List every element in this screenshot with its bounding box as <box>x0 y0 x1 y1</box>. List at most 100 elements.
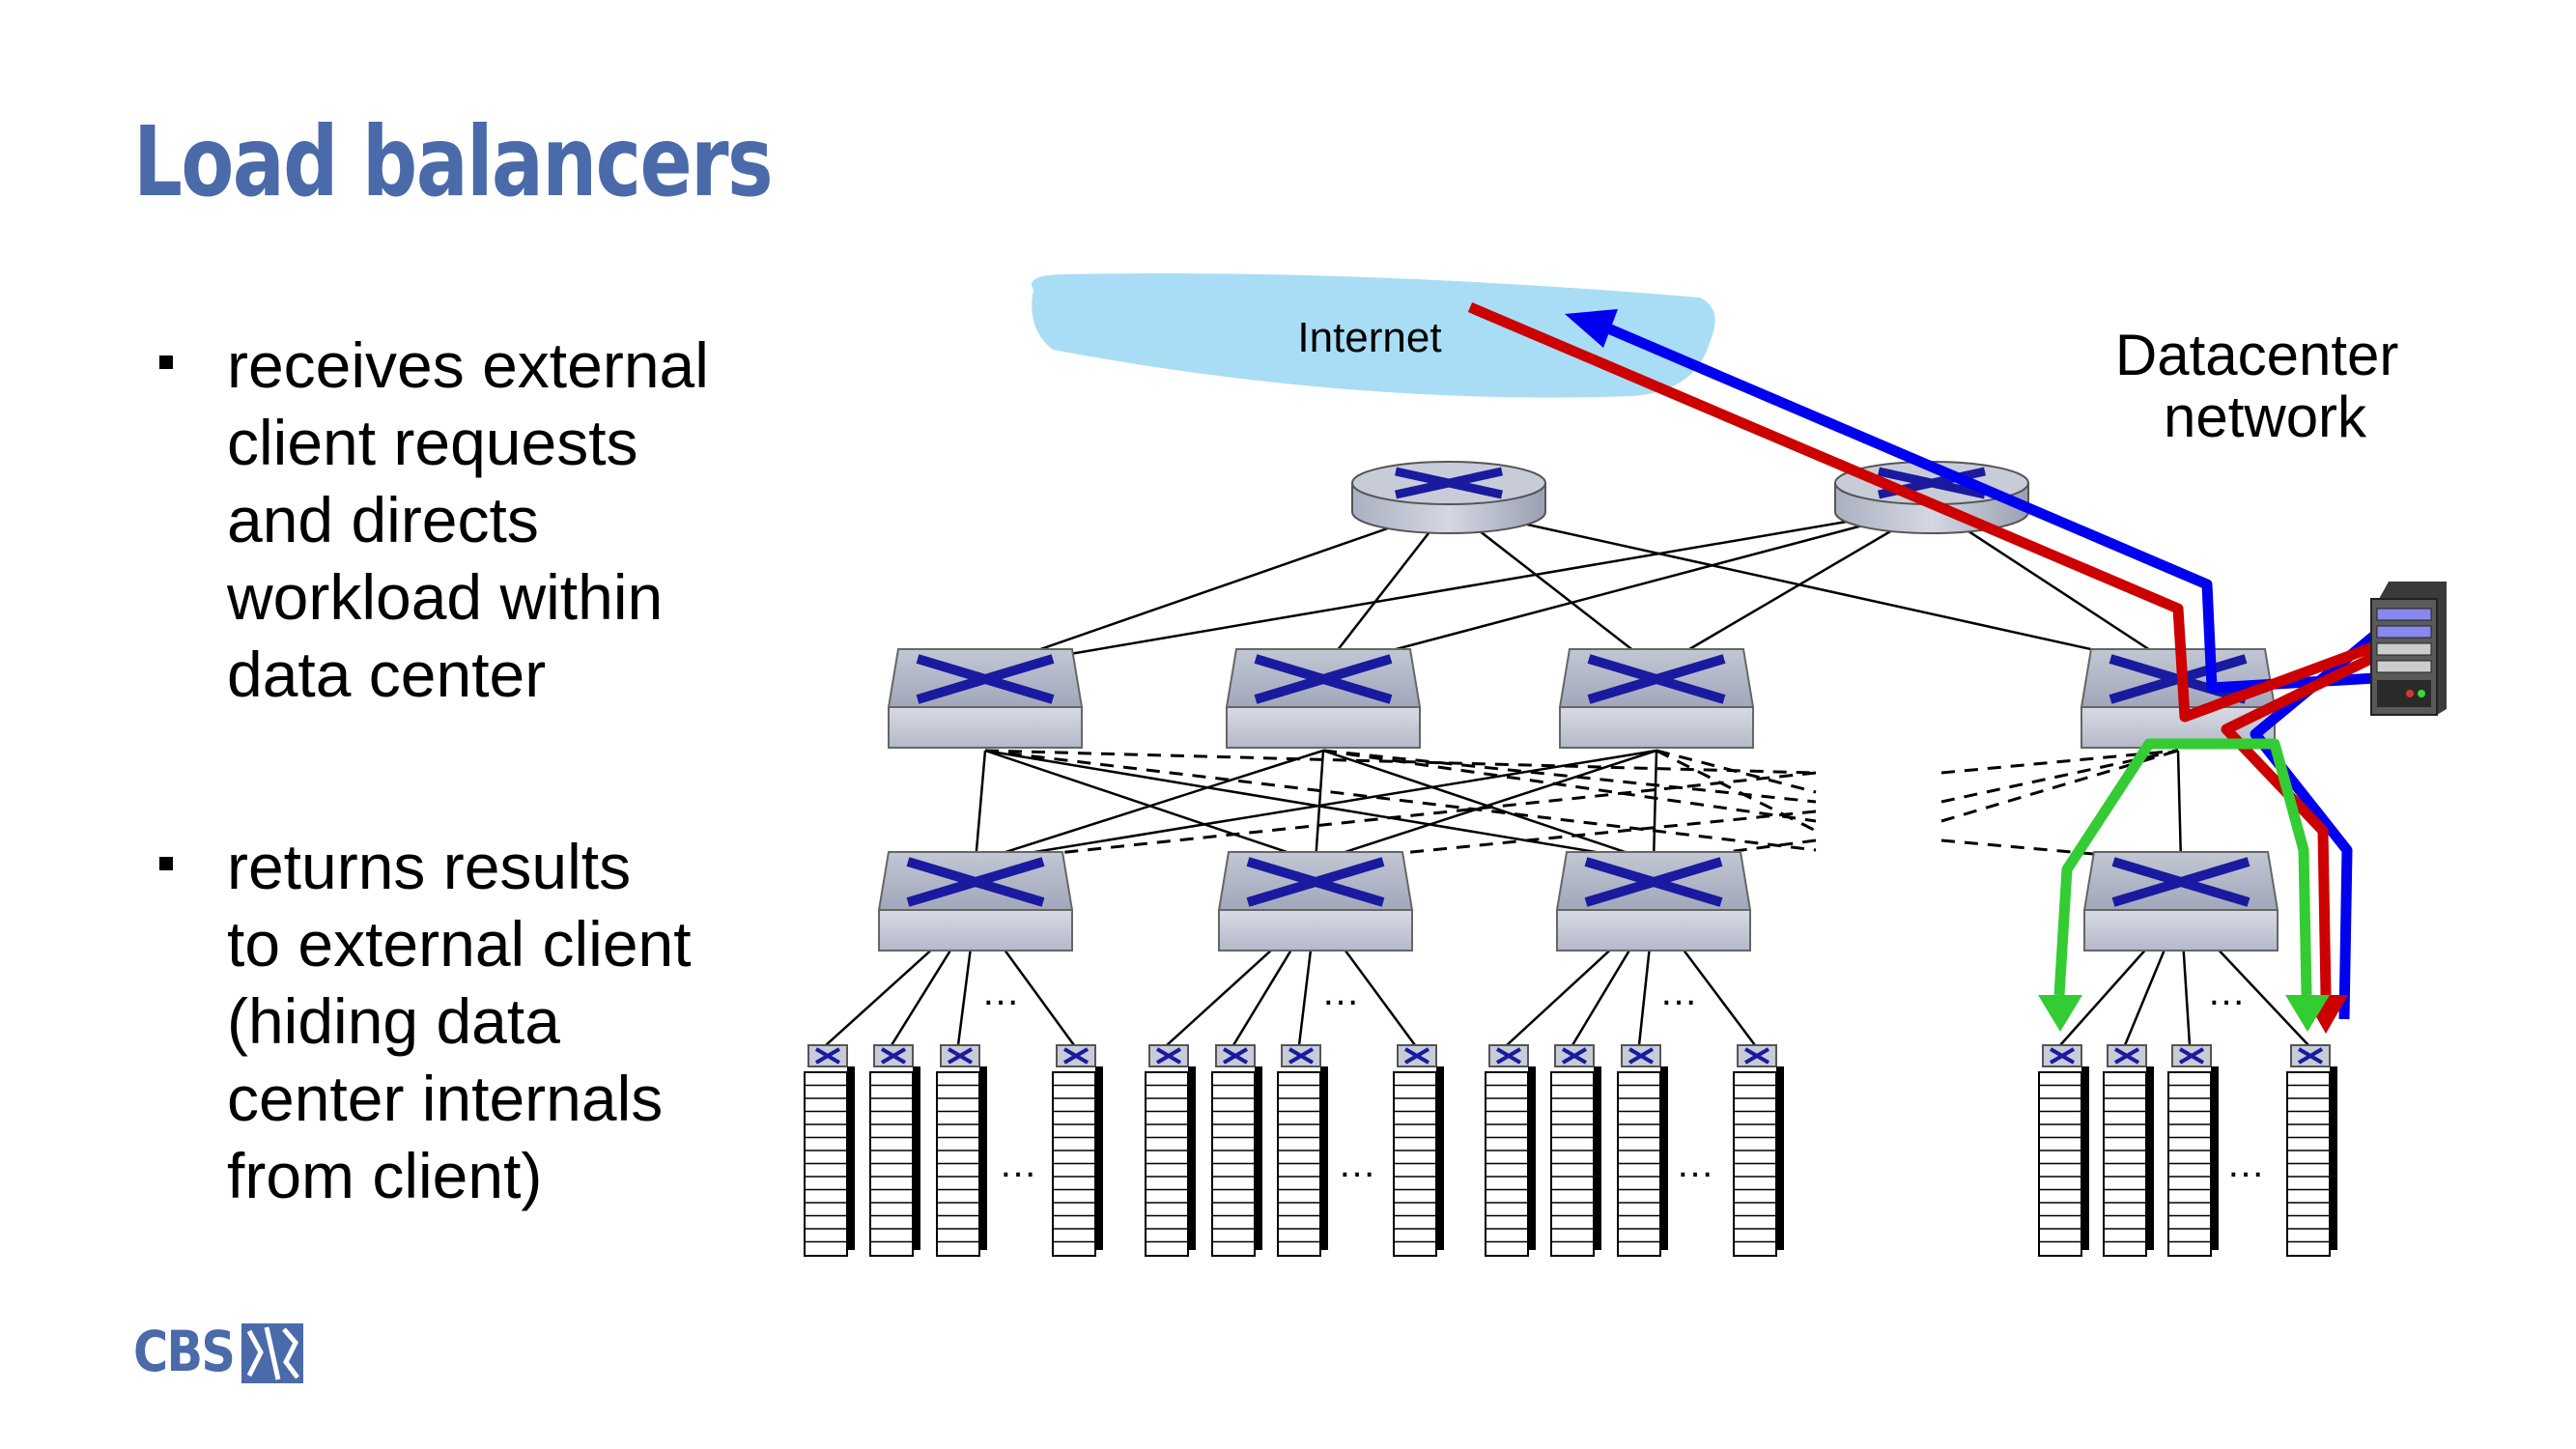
router-agg-link <box>1931 505 2179 670</box>
ellipsis-label: … <box>1321 971 1360 1013</box>
tor-rack-link <box>2059 943 2152 1046</box>
tor-rack-link <box>1231 943 1296 1046</box>
server-rack-icon <box>1145 1044 1196 1257</box>
load-balancer-server-icon <box>2370 582 2447 716</box>
bullet-line: data center <box>227 639 547 710</box>
aggregation-switch-icon <box>887 648 1084 749</box>
aggregation-switch-icon <box>1225 648 1422 749</box>
router-agg-link <box>1322 506 1450 669</box>
router-agg-link <box>984 505 1450 670</box>
router-agg-link <box>1656 505 1933 670</box>
bullet-list-results: returns results to external client (hidi… <box>150 828 692 1214</box>
dashed-fabric-link <box>1322 749 1817 823</box>
datacenter-label-line: network <box>2164 384 2367 449</box>
server-rack-icon <box>936 1044 987 1257</box>
ellipsis-label: … <box>1676 1143 1714 1185</box>
bullet-item: receives external client requests and di… <box>150 327 709 713</box>
distribution-path-right-arrowhead <box>2285 995 2330 1032</box>
link-layer <box>825 505 2309 1046</box>
server-rack-icon <box>1211 1044 1262 1257</box>
ellipsis-label: … <box>2207 971 2246 1013</box>
agg-tor-link <box>1652 750 1658 863</box>
bullet-line: workload within <box>227 561 664 633</box>
router-agg-link <box>1448 506 1657 669</box>
server-rack-icon <box>804 1044 855 1257</box>
server-rack-icon <box>2038 1044 2089 1257</box>
ellipsis-label: … <box>2226 1143 2265 1185</box>
router-agg-link <box>1448 505 2179 670</box>
tor-rack-link <box>2212 943 2309 1046</box>
distribution-path-left <box>2053 738 2236 996</box>
tor-rack-link <box>825 943 940 1046</box>
agg-tor-cross-link <box>975 749 1657 864</box>
bullet-line: client requests <box>227 407 638 478</box>
dashed-fabric-link <box>975 771 1817 864</box>
distribution-path-right <box>2236 738 2312 996</box>
agg-tor-link <box>2176 750 2183 863</box>
bullet-line: (hiding data <box>227 985 560 1057</box>
core-router-icon <box>1351 461 1546 534</box>
dashed-fabric-link <box>1940 749 2179 823</box>
tor-rack-link <box>1506 943 1618 1046</box>
tor-rack-link <box>1339 943 1417 1046</box>
dashed-fabric-link <box>1656 749 1817 794</box>
bullet-line: and directs <box>227 484 539 555</box>
cbs-logo-mark-icon <box>241 1323 303 1383</box>
bullet-line: from client) <box>227 1140 543 1211</box>
internet-cloud <box>1032 273 1715 398</box>
server-rack-icon <box>1052 1044 1103 1257</box>
tor-switch-icon <box>877 851 1074 952</box>
server-rack-icon <box>1550 1044 1601 1257</box>
bullet-item: returns results to external client (hidi… <box>150 828 692 1214</box>
server-rack-icon <box>1277 1044 1328 1257</box>
bullet-marker-icon <box>159 355 173 369</box>
agg-tor-cross-link <box>1315 749 1657 864</box>
tor-rack-link <box>2123 943 2168 1046</box>
dashed-fabric-link <box>1322 749 1817 804</box>
server-rack-icon <box>2286 1044 2337 1257</box>
tor-rack-link <box>1571 943 1635 1046</box>
server-rack-icon <box>1485 1044 1536 1257</box>
device-layer <box>804 461 2337 1257</box>
server-rack-icon <box>2103 1044 2154 1257</box>
tor-rack-link <box>2182 943 2192 1046</box>
router-agg-link <box>984 505 1933 670</box>
ellipsis-label: … <box>1659 971 1698 1013</box>
bullet-line: returns results <box>227 831 632 902</box>
tor-rack-link <box>1297 943 1313 1046</box>
dashed-fabric-link <box>1940 838 2182 864</box>
tor-switch-icon <box>1217 851 1414 952</box>
router-agg-link <box>1322 505 1933 670</box>
server-rack-icon <box>1617 1044 1668 1257</box>
tor-switch-icon <box>2082 851 2279 952</box>
ellipsis-label: … <box>999 1143 1037 1185</box>
tor-rack-link <box>956 943 973 1046</box>
cbs-logo-text: CBS <box>133 1319 236 1384</box>
agg-tor-link <box>974 750 987 863</box>
tor-rack-link <box>890 943 956 1046</box>
aggregation-switch-icon <box>1558 648 1755 749</box>
server-rack-icon <box>869 1044 920 1257</box>
distribution-path-left-arrowhead <box>2038 995 2082 1032</box>
slide-title: Load balancers <box>133 105 774 218</box>
tor-switch-icon <box>1555 851 1752 952</box>
bullet-list-requests: receives external client requests and di… <box>150 327 709 713</box>
tor-rack-link <box>1166 943 1280 1046</box>
bullet-line: center internals <box>227 1063 664 1134</box>
bullet-line: to external client <box>227 908 692 980</box>
internet-label: Internet <box>1297 314 1441 361</box>
bullet-line: receives external <box>227 329 709 401</box>
ellipsis-label: … <box>981 971 1020 1013</box>
dashed-fabric-link <box>1940 749 2179 804</box>
dashed-fabric-link <box>1656 749 1817 833</box>
dashed-fabric-link <box>984 749 1817 852</box>
datacenter-label-line: Datacenter <box>2115 323 2399 387</box>
ellipsis-label: … <box>1338 1143 1376 1185</box>
datacenter-label: Datacenter network <box>2115 323 2415 449</box>
tor-rack-link <box>999 943 1076 1046</box>
agg-tor-cross-link <box>975 749 1324 864</box>
tor-rack-link <box>1637 943 1652 1046</box>
bullet-marker-icon <box>159 857 173 870</box>
